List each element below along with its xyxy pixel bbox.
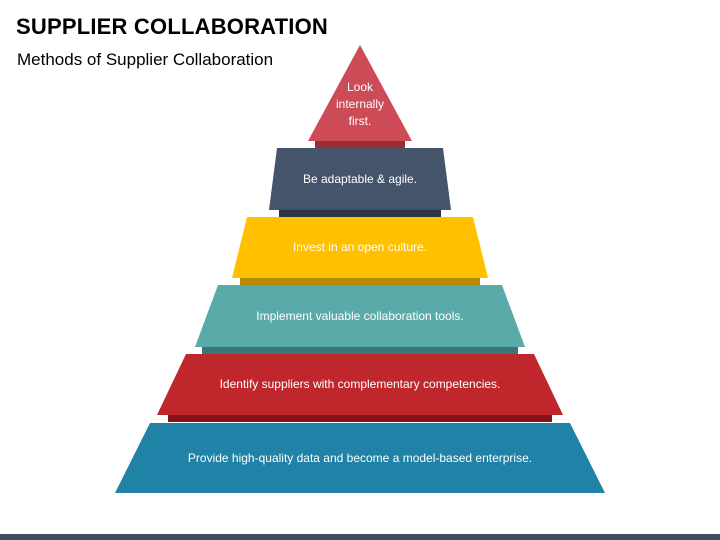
pyramid-level-3 [232,217,488,278]
pyramid-level-4 [195,285,525,347]
pyramid-level-3-shadow [240,278,480,285]
slide-subtitle: Methods of Supplier Collaboration [17,50,274,69]
pyramid-level-1-shadow [315,141,405,148]
pyramid-level-5-label: Identify suppliers with complementary co… [219,377,501,391]
pyramid-level-3-label: Invest in an open culture. [292,240,428,254]
pyramid-level-6 [115,423,605,493]
pyramid-level-5-shadow [168,415,552,422]
pyramid-level-1 [308,45,412,141]
pyramid-level-1-label: Look internally first. [335,80,385,128]
pyramid-level-2 [269,148,451,210]
footer-bar [0,534,720,540]
pyramid-level-6-label: Provide high-quality data and become a m… [187,450,533,465]
pyramid-level-4-shadow [202,347,518,354]
pyramid-level-5 [157,354,563,415]
pyramid-level-2-label: Be adaptable & agile. [302,171,418,186]
pyramid-level-4-label: Implement valuable collaboration tools. [256,308,464,323]
slide-title: SUPPLIER COLLABORATION [16,14,328,39]
pyramid-level-2-shadow [279,210,441,217]
